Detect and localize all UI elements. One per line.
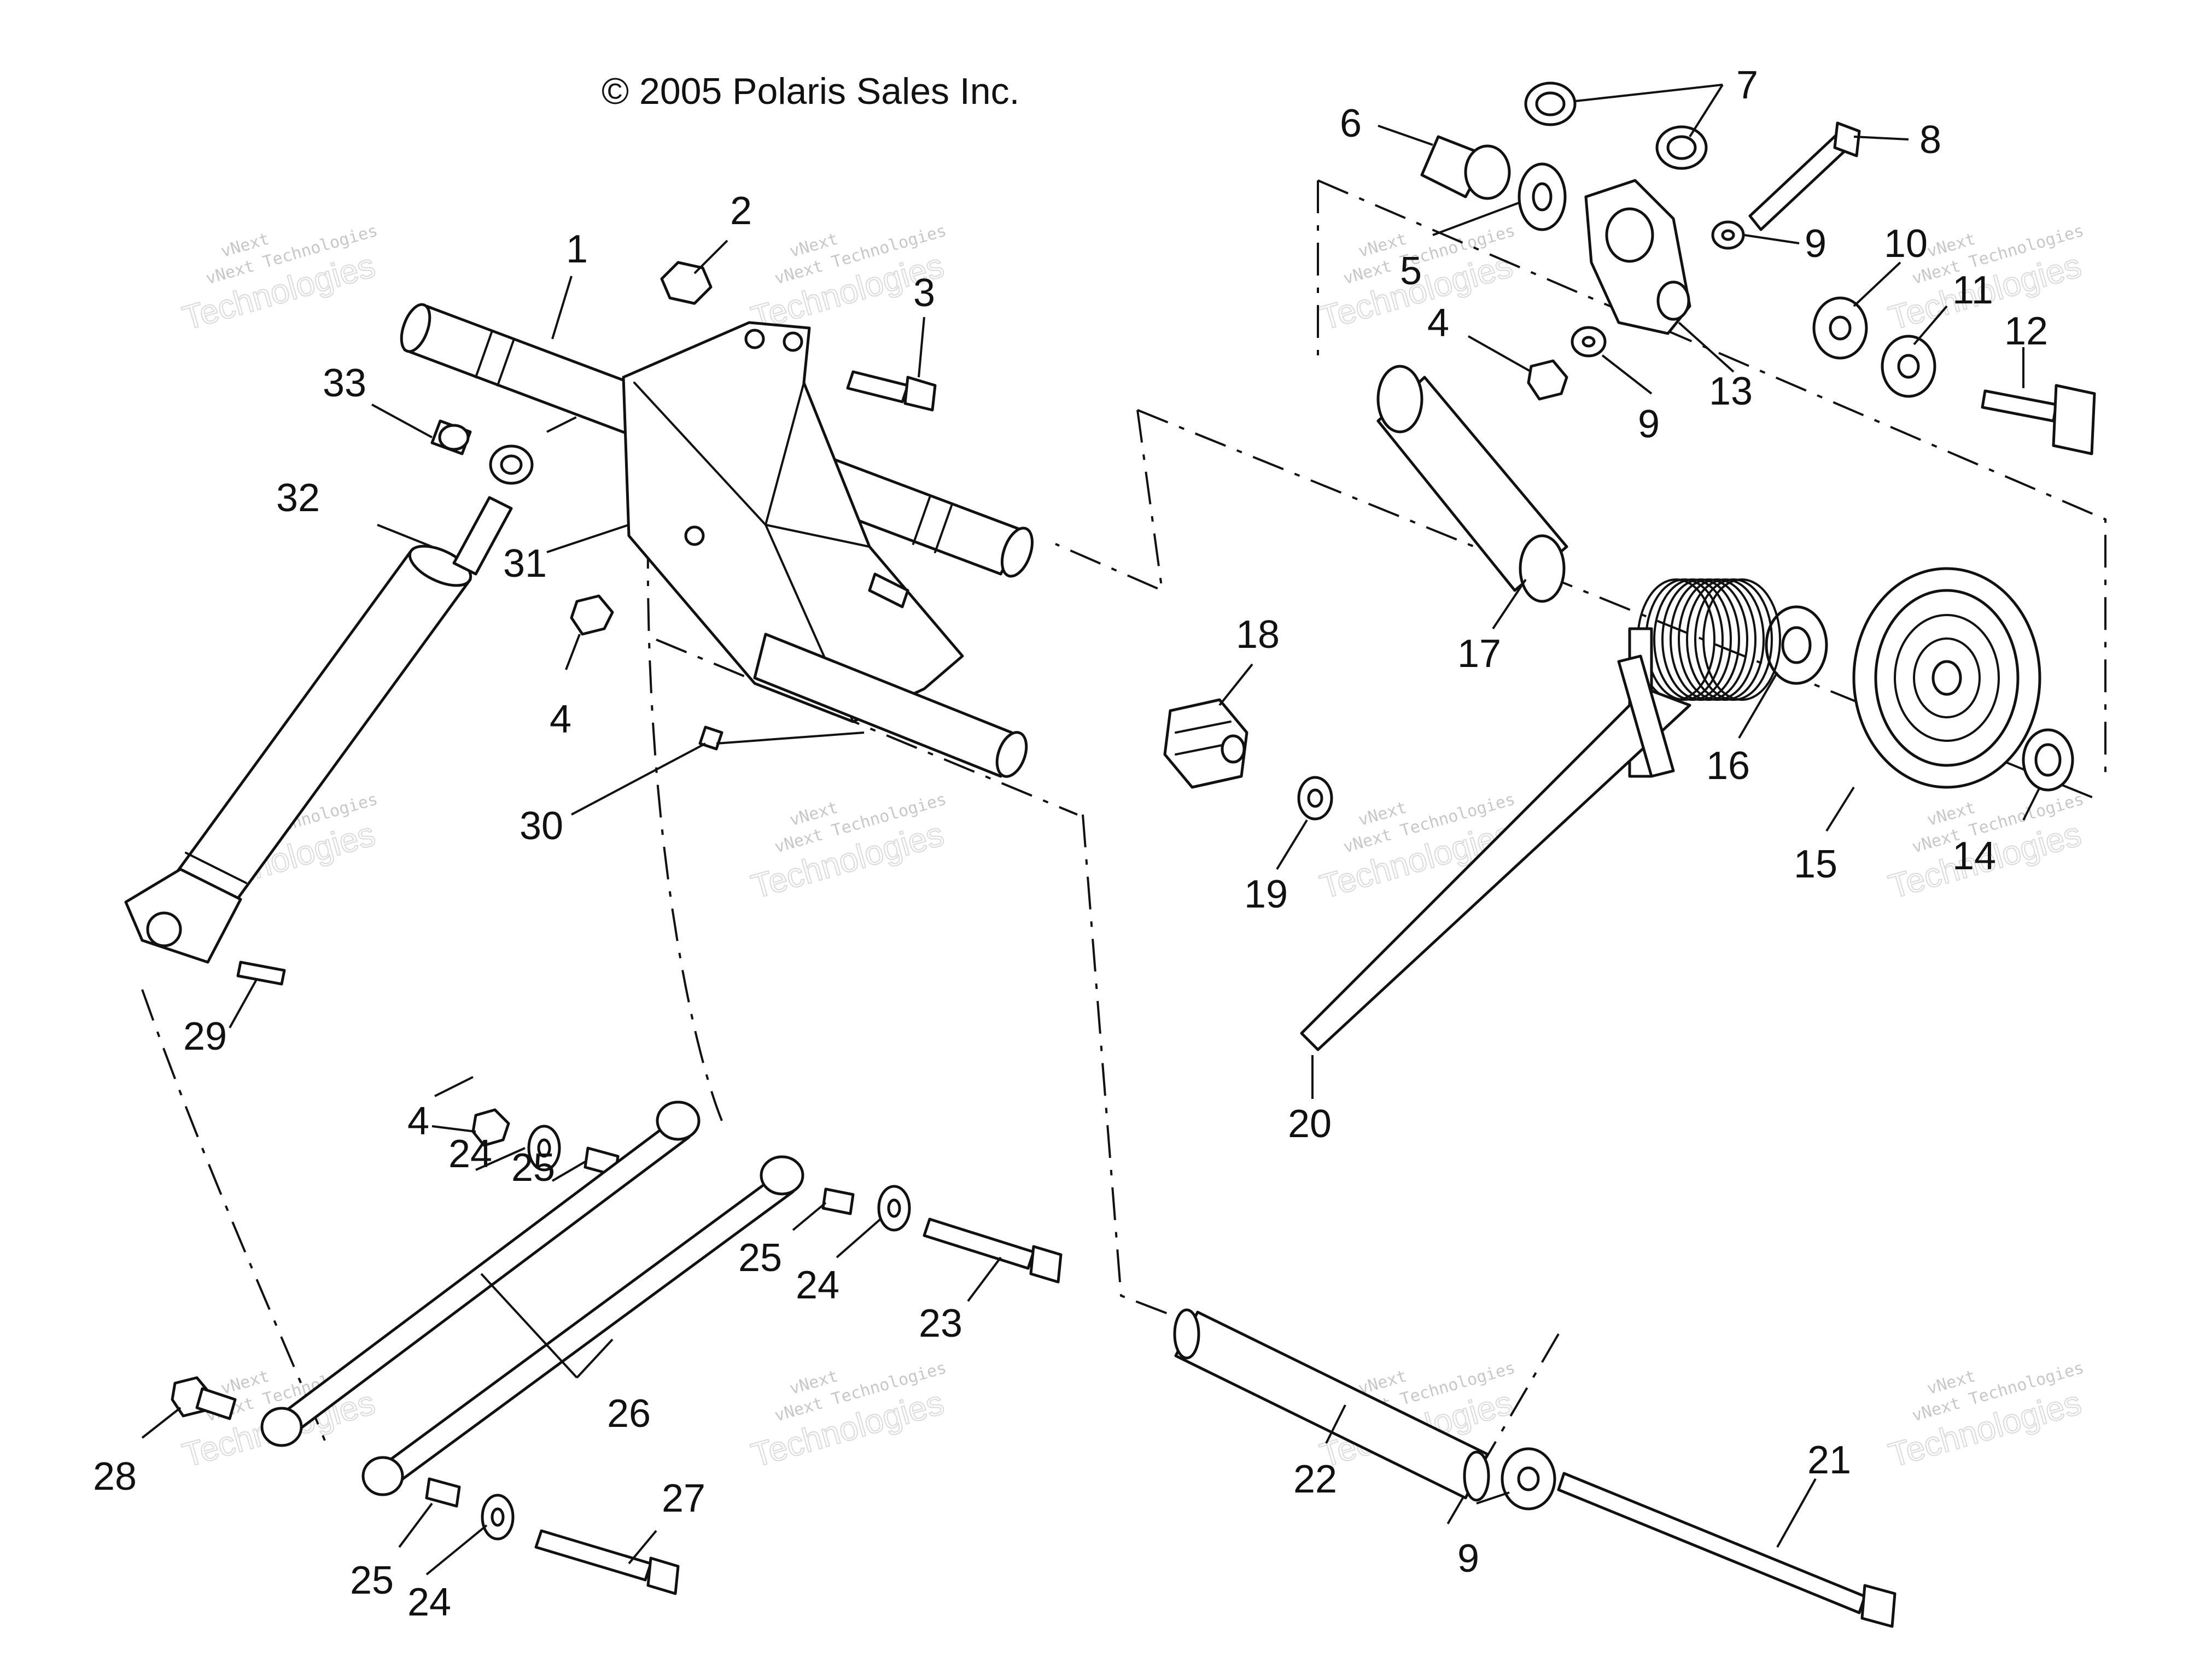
part-24-washer-upper xyxy=(527,1125,561,1172)
watermark: vNext vNext Technologies Technologies xyxy=(178,221,380,338)
callout-22: 22 xyxy=(1293,1457,1337,1501)
callout-24: 24 xyxy=(448,1132,492,1176)
part-31-pivot-bracket xyxy=(622,321,1028,778)
assembly-line-shock xyxy=(546,376,657,433)
callout-4: 4 xyxy=(407,1099,429,1143)
leader-lines xyxy=(141,84,2041,1576)
part-6-sleeve xyxy=(1420,135,1511,200)
callout-23: 23 xyxy=(919,1302,962,1345)
callout-29: 29 xyxy=(183,1015,227,1058)
part-4-nut-top xyxy=(1527,359,1568,401)
part-5-washer xyxy=(1518,162,1567,231)
part-16-washer xyxy=(1765,605,1828,685)
part-24-washer-mid xyxy=(877,1185,911,1232)
callout-26: 26 xyxy=(607,1392,651,1436)
part-24-washer-lower xyxy=(481,1494,515,1541)
callout-1: 1 xyxy=(566,227,588,271)
part-17-sleeve xyxy=(1376,365,1568,603)
assembly-line-arm xyxy=(646,535,723,1121)
part-20-torsion-spring xyxy=(1300,578,1781,1051)
part-2-nut xyxy=(660,261,713,305)
part-7-bushing-right xyxy=(1655,125,1708,170)
watermark: vNext vNext Technologies Technologies xyxy=(746,789,948,906)
part-9-washer-top xyxy=(1711,220,1745,250)
callout-9: 9 xyxy=(1638,402,1660,446)
callout-2: 2 xyxy=(730,189,752,233)
callout-10: 10 xyxy=(1884,222,1928,266)
callout-5: 5 xyxy=(1400,249,1422,293)
part-33-bushing xyxy=(430,419,472,455)
part-11-washer xyxy=(1881,335,1936,398)
part-9-washer-bottom xyxy=(1501,1447,1556,1511)
watermark: vNext vNext Technologies Technologies xyxy=(746,221,948,338)
assembly-line-frame xyxy=(1055,409,1164,593)
callout-9: 9 xyxy=(1457,1537,1479,1581)
callout-18: 18 xyxy=(1236,613,1280,657)
callout-6: 6 xyxy=(1340,102,1362,145)
callout-14: 14 xyxy=(1952,834,1996,878)
part-28-bolt xyxy=(171,1376,237,1420)
part-21-bolt xyxy=(1557,1472,1896,1628)
copyright-text: © 2005 Polaris Sales Inc. xyxy=(602,71,1020,112)
part-32-shock xyxy=(124,496,513,964)
callout-9: 9 xyxy=(1805,222,1826,266)
part-4-nut-center xyxy=(570,594,614,636)
part-7-bushing-left xyxy=(1524,81,1577,126)
part-8-bolt xyxy=(1748,121,1861,231)
part-10-washer xyxy=(1812,296,1868,360)
part-13-arm xyxy=(1584,179,1691,335)
assembly-line-lower xyxy=(1082,814,1193,1324)
callout-31: 31 xyxy=(503,542,547,586)
part-25-bushing-lower xyxy=(425,1477,461,1508)
callout-30: 30 xyxy=(520,804,563,848)
watermark: vNext vNext Technologies Technologies xyxy=(1884,1358,2086,1475)
assembly-line-upper-right xyxy=(1317,179,2106,776)
callout-25: 25 xyxy=(350,1559,394,1602)
callout-33: 33 xyxy=(323,361,366,405)
part-26-link-lower xyxy=(361,1155,804,1496)
callout-32: 32 xyxy=(276,476,320,520)
callout-25: 25 xyxy=(738,1236,782,1280)
callout-13: 13 xyxy=(1709,370,1753,413)
callout-3: 3 xyxy=(913,271,935,315)
part-33-sleeve xyxy=(489,444,534,485)
part-23-bolt xyxy=(923,1217,1063,1284)
part-18-bracket xyxy=(1163,698,1248,789)
callout-28: 28 xyxy=(93,1455,137,1498)
callout-17: 17 xyxy=(1457,632,1501,676)
callout-24: 24 xyxy=(796,1263,839,1307)
callout-11: 11 xyxy=(1952,268,1993,312)
callout-7: 7 xyxy=(1736,63,1758,107)
callout-8: 8 xyxy=(1919,118,1941,162)
callout-labels: 1 2 3 4 4 4 5 6 7 8 9 9 9 10 11 12 13 14… xyxy=(93,63,2048,1624)
part-3-bolt xyxy=(846,370,937,412)
callout-19: 19 xyxy=(1244,873,1288,916)
callout-15: 15 xyxy=(1794,842,1837,886)
callout-12: 12 xyxy=(2004,309,2048,353)
part-19-washer xyxy=(1297,776,1333,821)
part-29-pin xyxy=(236,961,286,986)
callout-25: 25 xyxy=(511,1146,555,1190)
callout-20: 20 xyxy=(1288,1102,1332,1146)
part-27-bolt xyxy=(534,1529,680,1595)
callout-21: 21 xyxy=(1807,1438,1851,1482)
assembly-line-shaft xyxy=(656,639,1078,816)
callout-27: 27 xyxy=(662,1477,705,1520)
part-15-idler-wheel xyxy=(1852,567,2041,789)
callout-16: 16 xyxy=(1706,744,1750,788)
callout-4: 4 xyxy=(550,698,571,741)
part-22-axle-sleeve xyxy=(1173,1308,1490,1502)
callout-4: 4 xyxy=(1427,301,1449,345)
part-14-bushing xyxy=(2022,728,2074,792)
part-12-bolt xyxy=(1981,384,2096,455)
part-9-washer-mid xyxy=(1571,326,1607,358)
watermark: vNext vNext Technologies Technologies xyxy=(746,1358,948,1475)
callout-24: 24 xyxy=(407,1581,451,1624)
part-25-bushing-mid xyxy=(821,1187,855,1215)
